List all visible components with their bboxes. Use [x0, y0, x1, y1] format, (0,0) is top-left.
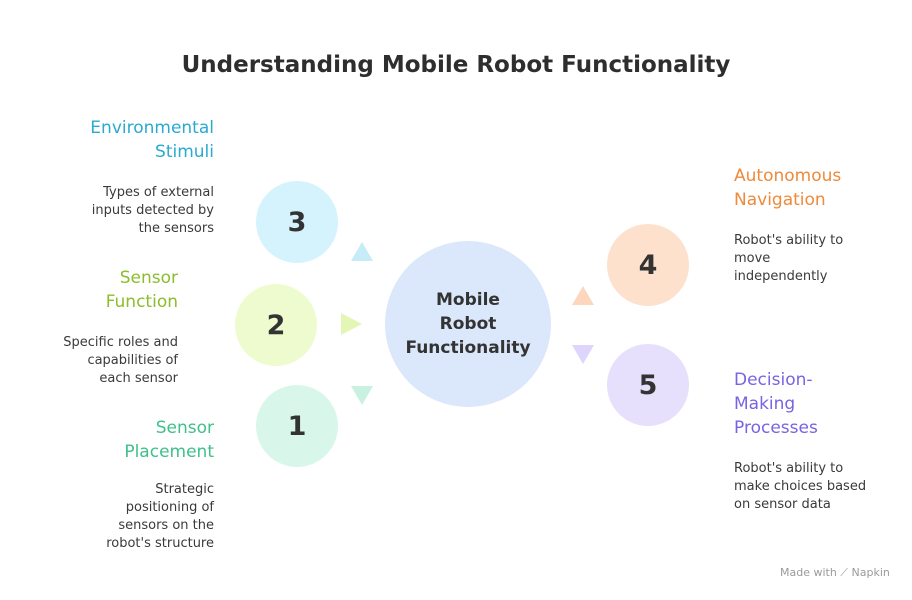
step-2-circle: 2 [235, 284, 317, 366]
step-4-heading: Autonomous Navigation [734, 166, 842, 210]
step-2-description: Specific roles and capabilities of each … [63, 335, 178, 386]
arrow-2 [341, 313, 362, 335]
step-3-description: Types of external inputs detected by the… [91, 185, 214, 236]
step-5-description: Robot's ability to make choices based on… [734, 461, 867, 512]
napkin-watermark: Made with ⟋ Napkin [780, 566, 890, 579]
step-4-description: Robot's ability to move independently [734, 233, 844, 284]
step-3-heading: Environmental Stimuli [90, 118, 214, 162]
step-3-circle: 3 [256, 181, 338, 263]
step-5-heading: Decision- Making Processes [734, 370, 818, 438]
step-4-circle: 4 [607, 224, 689, 306]
center-circle: Mobile Robot Functionality [385, 241, 551, 407]
step-1-circle: 1 [256, 385, 338, 467]
step-1-heading: Sensor Placement [124, 418, 214, 462]
arrow-4 [572, 286, 594, 305]
arrow-5 [572, 345, 594, 364]
arrow-3 [351, 242, 373, 261]
step-2-heading: Sensor Function [105, 268, 178, 312]
step-1-description: Strategic positioning of sensors on the … [106, 482, 214, 551]
diagram-title: Understanding Mobile Robot Functionality [181, 52, 731, 78]
step-5-circle: 5 [607, 344, 689, 426]
arrow-1 [351, 386, 373, 405]
